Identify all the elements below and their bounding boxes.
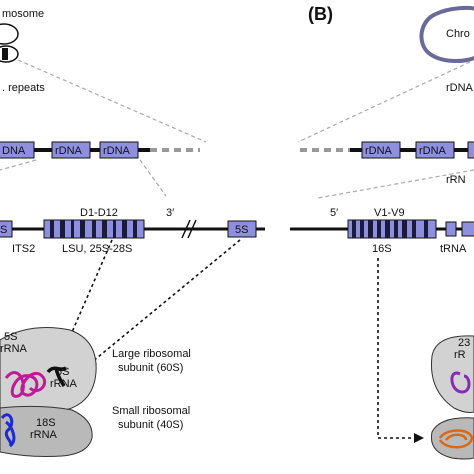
left-repeats-label: . repeats: [2, 82, 45, 94]
left-chromosome: [0, 23, 19, 63]
left-arrow-5s: [91, 239, 241, 363]
right-arrow-16s-head: [414, 433, 424, 443]
left-rrna-5s-label: 5S: [56, 366, 69, 378]
left-rrna-18s: 18S: [36, 417, 56, 429]
right-repeat-array: [300, 141, 474, 159]
left-large-subunit-line1: Large ribosomal: [112, 348, 191, 360]
right-rrna-label: rRN: [446, 174, 466, 186]
left-repeat-box-3: rDNA: [103, 145, 131, 157]
left-chromosome-label: mosome: [2, 8, 44, 20]
right-rrna-23: 23: [458, 337, 470, 349]
right-chromosome: [419, 5, 474, 63]
left-guide-line-a: [0, 159, 37, 171]
right-rrna-orange: [438, 429, 474, 449]
right-guide-line-top: [297, 61, 471, 143]
left-operon-three-prime: 3′: [166, 207, 174, 219]
left-operon: [0, 219, 265, 239]
left-arrow-lsu: [65, 239, 113, 347]
left-rrna-5s-label2: rRNA: [50, 378, 78, 390]
right-operon-trna: tRNA: [440, 243, 467, 255]
left-guide-line-top: [17, 59, 207, 143]
right-operon-v-label: V1-V9: [374, 207, 405, 219]
right-rrna-purple: [450, 371, 471, 394]
left-repeat-box-2: rDNA: [55, 145, 83, 157]
right-operon-five-prime: 5′: [330, 207, 338, 219]
left-rrna-5s-top: 5S: [4, 331, 17, 343]
left-small-subunit-line1: Small ribosomal: [112, 405, 190, 417]
right-ribosome: [430, 335, 474, 460]
left-repeat-array: [0, 141, 200, 159]
right-guide-line-bottom: [317, 169, 474, 199]
left-rrna-magenta: [4, 371, 47, 398]
panel-b-label: (B): [308, 4, 333, 24]
right-chromosome-label: Chro: [446, 28, 470, 40]
left-rrna-18s2: rRNA: [30, 429, 58, 441]
left-operon-first-box: S: [0, 224, 7, 236]
left-operon-d-label: D1-D12: [80, 207, 118, 219]
left-operon-lsu: LSU, 25S-28S: [62, 243, 132, 255]
right-operon: [290, 219, 474, 239]
right-repeat-box-1: rDNA: [365, 145, 393, 157]
left-rrna-blue: [0, 413, 16, 448]
right-arrow-16s: [377, 258, 416, 439]
right-repeat-box-2: rDNA: [419, 145, 447, 157]
left-small-subunit-line2: subunit (40S): [118, 419, 183, 431]
left-rrna-5s-top2: rRNA: [0, 343, 28, 355]
left-rrna-black: [46, 366, 67, 387]
left-operon-5s-box: 5S: [235, 224, 248, 236]
left-guide-line-b: [139, 159, 167, 197]
right-rdna-label: rDNA: [446, 82, 474, 94]
right-operon-16s: 16S: [372, 243, 392, 255]
right-rrna-r: rR: [454, 349, 466, 361]
left-repeat-box-1: DNA: [2, 145, 26, 157]
left-large-subunit-line2: subunit (60S): [118, 362, 183, 374]
left-operon-its2: ITS2: [12, 243, 35, 255]
